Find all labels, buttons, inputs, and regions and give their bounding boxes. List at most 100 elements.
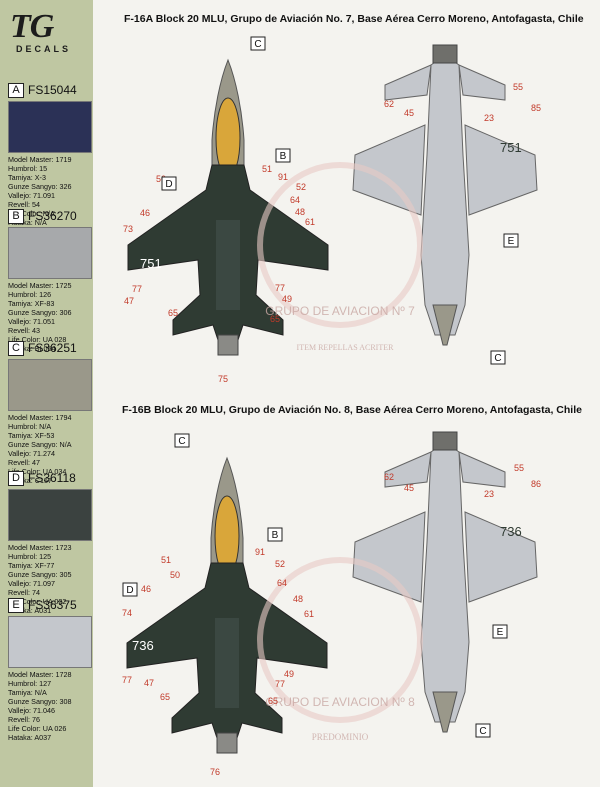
paint-line: Revell: 76 (8, 715, 40, 724)
paint-line: Hataka: A031 (8, 606, 52, 615)
s1-letter-c-bottom: C (490, 350, 506, 365)
paint-line: Hataka: C157 (8, 476, 52, 485)
paint-line: Tamiya: XF-83 (8, 299, 55, 308)
s1-top-callout: 73 (123, 224, 133, 234)
s2-top-callout: 46 (141, 584, 151, 594)
s1-top-callout: 50 (156, 174, 166, 184)
tail-number-2-underside: 736 (500, 524, 522, 539)
s1-top-callout: 49 (282, 294, 292, 304)
s1-letter-c: C (250, 36, 266, 51)
paint-line: Vallejo: 71.046 (8, 706, 56, 715)
paint-line: Life Color: UA 028 (8, 335, 67, 344)
s1-bottom-callout: 45 (404, 108, 414, 118)
s2-top-callout: 52 (275, 559, 285, 569)
svg-text:B: B (280, 151, 287, 162)
s2-letter-c-bottom: C (475, 723, 491, 738)
paint-line: Humbrol: N/A (8, 422, 52, 431)
color-swatch (8, 101, 92, 153)
color-letter: E (8, 598, 24, 613)
color-block-a: A FS15044 Model Master: 1719 Humbrol: 15… (8, 82, 92, 227)
s1-bottom-callout: 62 (384, 99, 394, 109)
s1-top-callout: 64 (290, 195, 300, 205)
tail-number-2: 736 (132, 638, 154, 653)
s1-top-callout: 65 (168, 308, 178, 318)
color-swatch (8, 489, 92, 541)
color-letter: B (8, 209, 24, 224)
paint-list: Model Master: 1794 Humbrol: N/A Tamiya: … (8, 413, 92, 485)
paint-line: Model Master: 1725 (8, 281, 72, 290)
color-block-d: D FS36118 Model Master: 1723 Humbrol: 12… (8, 470, 92, 615)
s1-top-callout: 51 (262, 164, 272, 174)
paint-list: Model Master: 1728 Humbrol: 127 Tamiya: … (8, 670, 92, 742)
paint-line: Life Color: UA 034 (8, 467, 67, 476)
paint-line: Humbrol: 125 (8, 552, 52, 561)
paint-line: Tamiya: XF-77 (8, 561, 55, 570)
svg-text:D: D (165, 179, 172, 190)
color-letter: A (8, 83, 24, 98)
s1-letter-e: E (503, 233, 519, 248)
paint-line: Model Master: 1719 (8, 155, 72, 164)
s2-top-callout: 91 (255, 547, 265, 557)
s2-top-callout: 50 (170, 570, 180, 580)
s2-letter-b: B (267, 527, 283, 542)
svg-text:C: C (254, 39, 261, 50)
s1-top-callout: 46 (140, 208, 150, 218)
callout-group-1-bottom: 62 45 55 85 23 (384, 82, 541, 123)
color-reference-sidebar: TG DECALS A FS15044 Model Master: 1719 H… (0, 0, 93, 787)
s2-top-callout: 65 (160, 692, 170, 702)
s1-top-callout: 52 (296, 182, 306, 192)
paint-list: Model Master: 1725 Humbrol: 126 Tamiya: … (8, 281, 92, 353)
s2-letter-c: C (174, 433, 190, 448)
s2-top-callout: 49 (284, 669, 294, 679)
tail-number-1-underside: 751 (500, 140, 522, 155)
paint-line: Humbrol: 127 (8, 679, 52, 688)
s2-bottom-callout: 23 (484, 489, 494, 499)
crest-scroll-1: ITEM REPELLAS ACRITER (297, 343, 395, 352)
color-swatch (8, 616, 92, 668)
paint-line: Model Master: 1728 (8, 670, 72, 679)
s2-top-callout: 76 (210, 767, 220, 777)
paint-list: Model Master: 1723 Humbrol: 125 Tamiya: … (8, 543, 92, 615)
paint-line: Hataka: A037 (8, 733, 52, 742)
s1-top-callout: 48 (295, 207, 305, 217)
crest-motto-2: GRUPO DE AVIACION Nº 8 (265, 695, 415, 709)
fs-code: FS36118 (28, 471, 76, 485)
s2-letter-d: D (122, 582, 138, 597)
s1-bottom-callout: 85 (531, 103, 541, 113)
paint-line: Gunze Sangyo: 306 (8, 308, 72, 317)
svg-text:D: D (126, 585, 133, 596)
svg-text:C: C (479, 726, 486, 737)
s1-letter-b: B (275, 148, 291, 163)
logo-sub: DECALS (16, 44, 72, 54)
s2-top-callout: 77 (275, 679, 285, 689)
color-swatch (8, 227, 92, 279)
svg-text:C: C (178, 436, 185, 447)
paint-line: Revell: 43 (8, 326, 40, 335)
paint-line: Revell: 54 (8, 200, 40, 209)
s1-letter-d: D (161, 176, 177, 191)
section2-title: F-16B Block 20 MLU, Grupo de Aviación No… (122, 404, 582, 416)
paint-line: Life Color: N/A (8, 209, 55, 218)
paint-line: Vallejo: 71.274 (8, 449, 56, 458)
s1-top-callout: 65 (270, 314, 280, 324)
paint-line: Vallejo: 71.051 (8, 317, 56, 326)
paint-line: Model Master: 1723 (8, 543, 72, 552)
paint-line: Gunze Sangyo: N/A (8, 440, 72, 449)
s2-bottom-callout: 55 (514, 463, 524, 473)
s2-top-callout: 48 (293, 594, 303, 604)
paint-line: Revell: 74 (8, 588, 40, 597)
section1-title: F-16A Block 20 MLU, Grupo de Aviación No… (124, 13, 584, 25)
crest-scroll-2: PREDOMINIO (312, 732, 369, 742)
crest-motto-1: GRUPO DE AVIACION Nº 7 (265, 304, 415, 318)
color-block-e: E FS36375 Model Master: 1728 Humbrol: 12… (8, 597, 92, 742)
s1-bottom-callout: 23 (484, 113, 494, 123)
s2-bottom-callout: 86 (531, 479, 541, 489)
paint-line: Hataka: BL054 (8, 344, 56, 353)
s1-bottom-callout: 55 (513, 82, 523, 92)
s2-top-callout: 65 (268, 696, 278, 706)
logo-brand: TG (10, 8, 54, 45)
